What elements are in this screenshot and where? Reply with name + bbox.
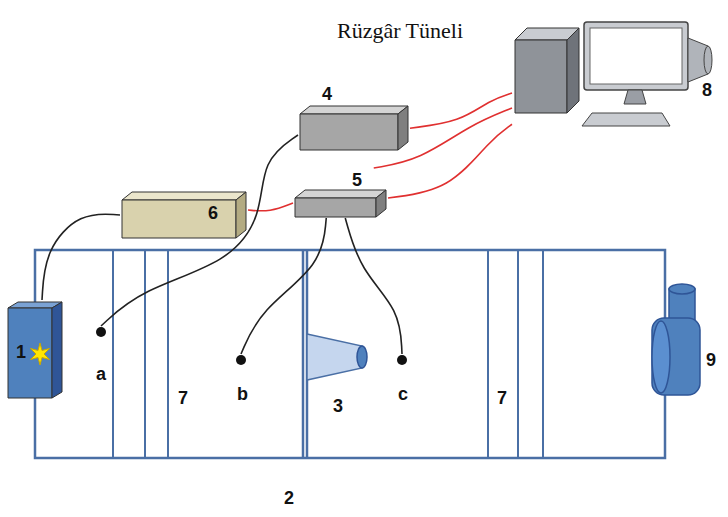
instrument-box-shape <box>293 168 388 218</box>
sensor-dot <box>397 355 407 365</box>
divider-wall <box>302 250 305 458</box>
callout-number: 5 <box>352 170 362 191</box>
blower-housing <box>652 318 700 395</box>
box-front-face <box>295 198 376 217</box>
signal-wire <box>101 135 298 326</box>
measurement-point: a <box>92 326 110 388</box>
fan-symbol <box>31 343 50 365</box>
screen-line <box>517 250 519 458</box>
monitor-back-end <box>704 46 712 74</box>
measurement-point: b <box>232 354 250 416</box>
signal-wire <box>42 214 120 300</box>
box-front-face <box>8 308 52 398</box>
point-label: a <box>96 364 106 385</box>
data-cable <box>410 93 512 128</box>
screen-line <box>487 250 489 458</box>
point-label: c <box>398 384 408 405</box>
fan-unit: 1 <box>6 300 66 402</box>
box-front-face <box>300 114 398 150</box>
monitor-screen <box>590 28 682 84</box>
fan-unit-shape <box>6 300 66 402</box>
box-side-face <box>376 190 386 217</box>
tunnel-body <box>35 250 665 458</box>
screen-line <box>112 250 114 458</box>
data-cable <box>248 203 293 211</box>
screen-line <box>167 250 169 458</box>
nozzle-body <box>307 334 362 380</box>
point-label: b <box>237 384 248 405</box>
callout-number: 8 <box>702 80 712 101</box>
nozzle <box>307 334 367 380</box>
flow-screens <box>113 250 543 458</box>
blower <box>652 284 700 395</box>
box-side-face <box>398 106 408 150</box>
callout-number: 1 <box>16 342 26 363</box>
box-side-face <box>567 28 579 113</box>
box-top-face <box>300 106 408 114</box>
monitor-stand <box>624 90 646 104</box>
computer: 8 <box>512 18 724 143</box>
screen-line <box>144 250 146 458</box>
callout-number: 7 <box>497 388 507 409</box>
monitor-frame <box>584 22 688 90</box>
blower-inlet <box>652 321 670 393</box>
box-side-face <box>236 192 246 238</box>
callout-number: 9 <box>706 350 716 371</box>
screen-line <box>542 250 544 458</box>
nozzle-tip <box>357 346 367 368</box>
box-side-face <box>52 302 62 398</box>
keyboard <box>582 113 670 126</box>
signal-wire <box>345 218 402 354</box>
instrument-box-shape <box>298 84 410 152</box>
callout-number: 4 <box>322 84 332 105</box>
tunnel-outline <box>35 250 665 458</box>
controller-box: 6 <box>120 190 248 240</box>
callout-number: 6 <box>208 203 218 224</box>
box-top-face <box>122 192 246 200</box>
box-front-face <box>122 200 236 238</box>
instrument-box: 5 <box>293 168 388 218</box>
callout-number: 3 <box>333 396 343 417</box>
sensor-dot <box>96 327 106 337</box>
controller-box-shape <box>120 190 248 240</box>
callout-number: 2 <box>284 488 294 509</box>
blower-outlet-top <box>669 284 695 294</box>
measurement-point: c <box>393 354 411 416</box>
diagram-title: Rüzgâr Tüneli <box>250 18 550 44</box>
signal-wire <box>241 218 326 354</box>
sensor-dot <box>236 355 246 365</box>
box-front-face <box>515 40 567 113</box>
box-top-face <box>295 190 386 198</box>
callout-number: 7 <box>178 388 188 409</box>
instrument-box: 4 <box>298 84 410 152</box>
computer-shape <box>512 18 724 143</box>
